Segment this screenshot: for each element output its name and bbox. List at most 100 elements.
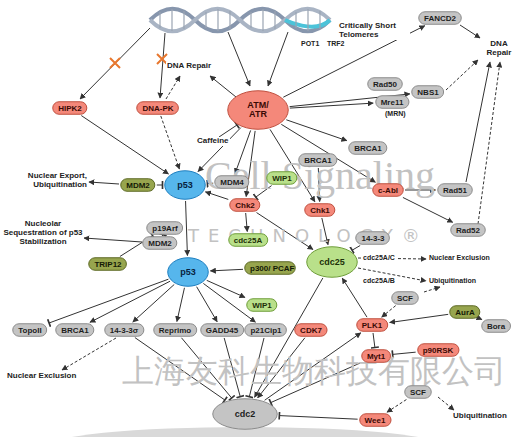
node-label: cdc25A: [234, 236, 262, 245]
node-shape: [307, 247, 358, 278]
annotation-label: Caffeine: [196, 137, 230, 146]
node-shape: [137, 102, 179, 115]
annotation-label: DNA Repair: [476, 40, 522, 58]
fate-line: [424, 287, 440, 292]
node-label: ATM/ ATR: [243, 101, 273, 119]
node-shape: [121, 179, 155, 192]
node-shape: [213, 399, 278, 430]
node-label: MDM4: [220, 178, 244, 187]
activation-connector: [382, 306, 396, 317]
node-label: 14-3-3: [361, 234, 384, 243]
protein-node: AurA: [449, 305, 481, 319]
node-label: SCF: [397, 294, 413, 303]
protein-node: Chk2: [229, 198, 261, 212]
repair-line: [210, 76, 236, 97]
node-label: p53: [177, 181, 193, 190]
node-label: MDM2: [148, 239, 172, 248]
dna-helix: [150, 9, 330, 32]
node-label: AurA: [455, 308, 475, 317]
leader-lines: [62, 25, 500, 410]
annotation-label: POT1: [300, 40, 320, 48]
node-shape: [267, 172, 297, 185]
node-label: Bora: [487, 322, 505, 331]
protein-node: BRCA1: [55, 323, 95, 337]
node-shape: [373, 184, 404, 197]
protein-node: c-Abl: [372, 183, 404, 197]
activation-connector: [286, 120, 347, 141]
protein-node: MDM2: [120, 178, 156, 192]
node-shape: [154, 324, 197, 337]
inhibition-connector: [157, 185, 163, 186]
node-shape: [201, 324, 244, 337]
node-shape: [438, 184, 473, 197]
inhibition-connector: [352, 246, 360, 251]
protein-node: Myt1: [361, 349, 391, 363]
node-shape: [375, 96, 408, 109]
protein-node: p19Arf: [146, 221, 183, 235]
inhibition-connector: [373, 333, 375, 348]
repair-line: [446, 60, 478, 90]
protein-node: WIP1: [246, 298, 278, 312]
signal-line: [228, 32, 250, 86]
protein-node: BRCA1: [298, 153, 338, 167]
node-label: TRIP12: [94, 260, 121, 269]
fate-line: [89, 182, 119, 184]
inhibition-connector: [49, 279, 168, 323]
node-label: p21Cip1: [250, 326, 281, 335]
activation-connector: [177, 288, 185, 322]
node-label: Chk1: [310, 206, 330, 215]
protein-node: SCF: [391, 291, 419, 305]
protein-node: p21Cip1: [244, 323, 287, 337]
fate-line: [62, 338, 116, 370]
node-label: BRCA1: [304, 156, 332, 165]
node-label: NBS1: [417, 88, 438, 97]
activation-connector: [403, 197, 453, 222]
node-label: Reprimo: [159, 326, 191, 335]
protein-node: Reprimo: [153, 323, 197, 337]
protein-node: p300/ PCAF: [244, 261, 296, 275]
node-shape: [165, 171, 206, 200]
node-shape: [305, 204, 335, 217]
node-shape: [295, 324, 327, 337]
signal-line: [160, 33, 165, 98]
node-label: CDK7: [300, 326, 322, 335]
annotation-label: Nuclear Exclusion: [428, 254, 491, 262]
protein-node: NBS1: [411, 85, 444, 99]
node-shape: [89, 258, 127, 271]
activation-connector: [210, 269, 243, 271]
node-label: TopoII: [18, 326, 41, 335]
node-shape: [356, 232, 390, 245]
signal-line: [268, 32, 288, 86]
block-marks: [110, 54, 167, 68]
node-label: WIP1: [252, 301, 272, 310]
node-shape: [392, 292, 419, 305]
inhibition-connector: [279, 416, 357, 420]
annotation-label: cdc25A/B: [362, 277, 396, 285]
protein-hub: ATM/ ATR: [227, 90, 289, 130]
protein-node: Rad50: [367, 77, 403, 91]
activation-connector: [186, 201, 188, 256]
activation-connector: [90, 281, 170, 322]
node-label: p90RSK: [423, 346, 454, 355]
node-shape: [143, 237, 177, 250]
signal-line: [80, 28, 150, 99]
node-shape: [245, 324, 287, 337]
node-shape: [228, 91, 289, 130]
node-shape: [168, 258, 209, 287]
node-label: p300/ PCAF: [250, 264, 290, 273]
node-label: SCF: [410, 388, 426, 397]
protein-hub: p53: [164, 170, 206, 200]
activation-connector: [390, 314, 449, 322]
node-shape: [299, 154, 337, 167]
node-label: cdc2: [235, 410, 256, 419]
node-label: 14-3-3σ: [110, 326, 139, 335]
node-shape: [53, 102, 87, 115]
repair-line: [478, 62, 500, 224]
protein-hub: cdc25: [306, 246, 358, 278]
activation-connector: [207, 280, 245, 297]
protein-node: CDK7: [294, 323, 328, 337]
protein-node: GADD45: [200, 323, 244, 337]
annotation-label: Nuclear Exclusion: [6, 372, 77, 381]
protein-node: Rad51: [437, 183, 473, 197]
protein-node: PLK1: [356, 318, 388, 332]
